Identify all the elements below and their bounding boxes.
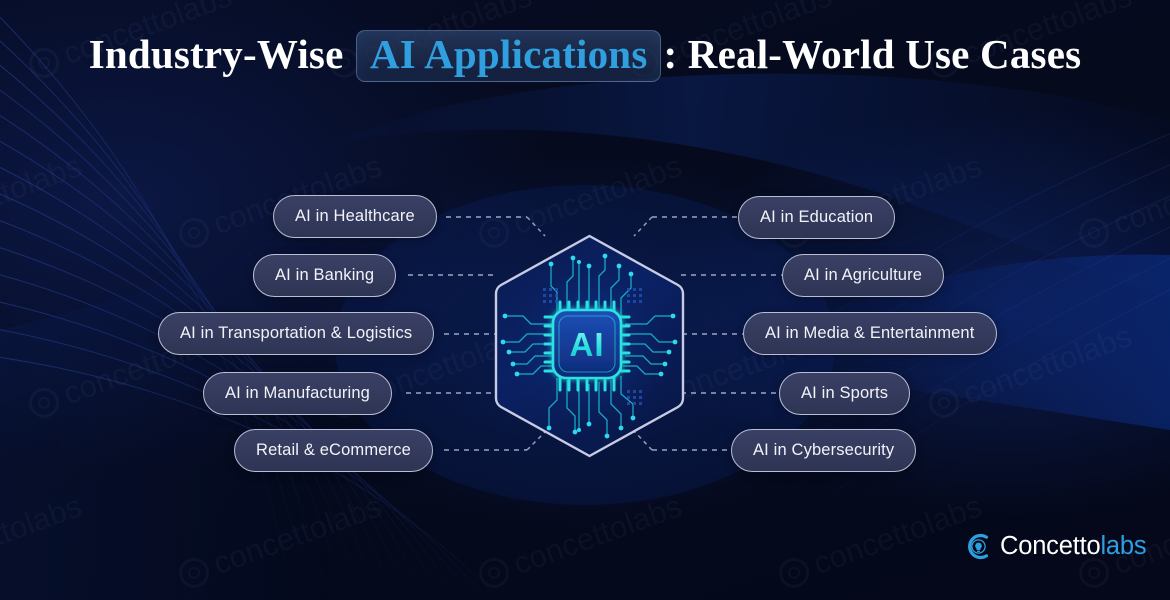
node-ai-in-transportation-logistics[interactable]: AI in Transportation & Logistics [158,312,435,355]
node-ai-in-healthcare[interactable]: AI in Healthcare [273,195,437,238]
logo-name-secondary: labs [1100,531,1147,560]
node-label: AI in Banking [275,266,375,284]
node-label: AI in Agriculture [804,266,923,284]
hexagon-outline [494,234,685,458]
circuit-traces [503,256,675,436]
node-ai-in-manufacturing[interactable]: AI in Manufacturing [203,372,393,415]
logo-wordmark: Concettolabs [1000,531,1147,560]
node-label: AI in Cybersecurity [753,441,895,459]
circuit-nodes [500,253,678,439]
node-ai-in-agriculture[interactable]: AI in Agriculture [782,254,945,297]
node-label: AI in Healthcare [295,207,415,225]
node-label: AI in Manufacturing [225,384,371,402]
node-retail-ecommerce[interactable]: Retail & eCommerce [234,429,433,472]
chip-body [551,308,623,380]
concetto-c-ring-icon [968,533,989,560]
chip-label: AI [570,326,605,363]
node-label: AI in Media & Entertainment [765,324,975,342]
node-label: Retail & eCommerce [256,441,411,459]
central-hexagon-graphic: AI [487,232,692,460]
node-label: AI in Sports [801,384,889,402]
circuit-dot-matrix [543,288,642,405]
page-title: Industry-Wise AI Applications: Real-Worl… [0,30,1170,83]
logo-name-primary: Concetto [1000,531,1101,560]
title-suffix: : Real-World Use Cases [663,31,1082,77]
title-prefix: Industry-Wise [88,31,344,77]
node-label: AI in Transportation & Logistics [180,324,413,342]
node-ai-in-banking[interactable]: AI in Banking [253,254,397,297]
node-ai-in-sports[interactable]: AI in Sports [779,372,911,415]
node-ai-in-education[interactable]: AI in Education [738,196,896,239]
node-label: AI in Education [760,208,874,226]
brand-logo[interactable]: Concettolabs [963,531,1147,562]
node-ai-in-cybersecurity[interactable]: AI in Cybersecurity [731,429,917,472]
node-ai-in-media-entertainment[interactable]: AI in Media & Entertainment [743,312,997,355]
title-highlight: AI Applications [355,30,662,83]
